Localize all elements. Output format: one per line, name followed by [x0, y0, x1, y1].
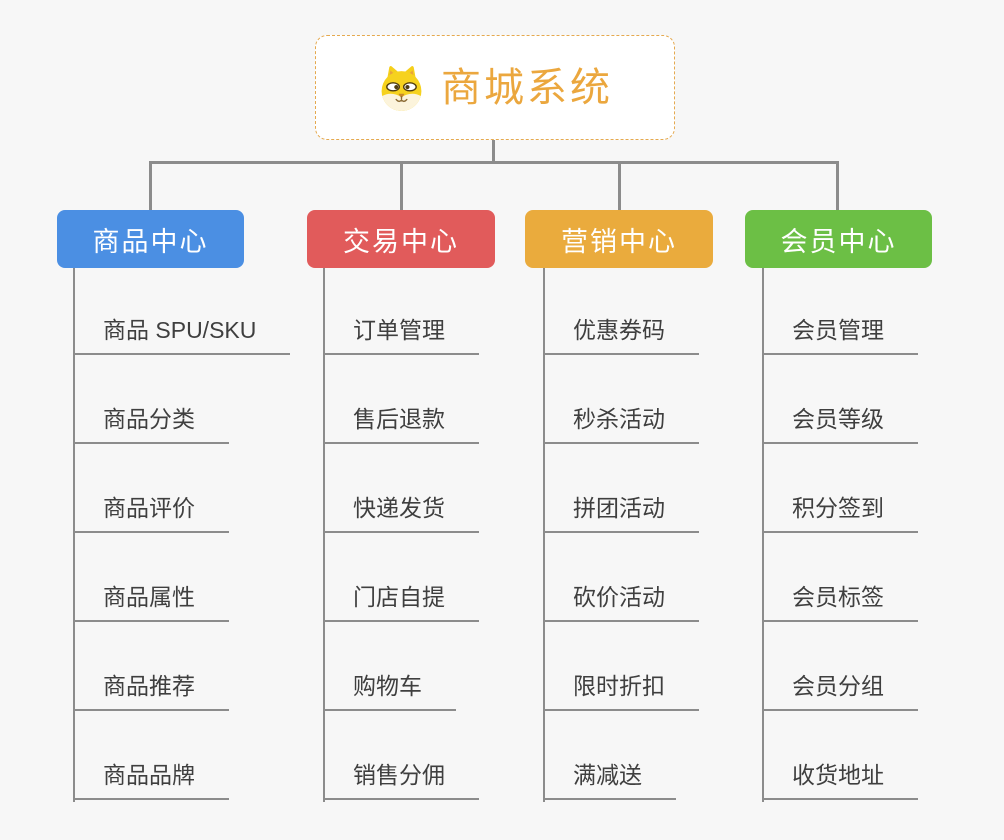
- leaf-node[interactable]: 商品 SPU/SKU: [73, 307, 291, 355]
- leaf-node[interactable]: 限时折扣: [543, 663, 699, 711]
- dog-face-icon: [377, 65, 426, 111]
- branch-spine-trade: [323, 268, 325, 802]
- leaf-node[interactable]: 满减送: [543, 752, 676, 800]
- branch-node-marketing[interactable]: 营销中心: [525, 210, 713, 268]
- leaf-node[interactable]: 商品属性: [73, 574, 229, 622]
- root-title: 商城系统: [441, 65, 613, 110]
- connector-drop-branch-2: [400, 161, 403, 210]
- leaf-node[interactable]: 会员标签: [762, 574, 918, 622]
- leaf-node[interactable]: 快递发货: [323, 485, 479, 533]
- leaf-node[interactable]: 会员管理: [762, 307, 918, 355]
- branch-spine-products: [73, 268, 75, 802]
- leaf-node[interactable]: 会员分组: [762, 663, 918, 711]
- leaf-node[interactable]: 拼团活动: [543, 485, 699, 533]
- leaf-node[interactable]: 商品分类: [73, 396, 229, 444]
- leaf-node[interactable]: 商品评价: [73, 485, 229, 533]
- leaf-node[interactable]: 优惠券码: [543, 307, 699, 355]
- leaf-node[interactable]: 订单管理: [323, 307, 479, 355]
- branch-node-products[interactable]: 商品中心: [57, 210, 244, 268]
- leaf-node[interactable]: 销售分佣: [323, 752, 479, 800]
- leaf-node[interactable]: 积分签到: [762, 485, 918, 533]
- connector-drop-branch-4: [836, 161, 839, 210]
- leaf-node[interactable]: 秒杀活动: [543, 396, 699, 444]
- branch-node-members[interactable]: 会员中心: [745, 210, 932, 268]
- leaf-node[interactable]: 购物车: [323, 663, 456, 711]
- branch-spine-members: [762, 268, 764, 802]
- connector-drop-branch-1: [149, 161, 152, 210]
- leaf-node[interactable]: 会员等级: [762, 396, 918, 444]
- connector-root-stem: [492, 140, 495, 163]
- leaf-node[interactable]: 砍价活动: [543, 574, 699, 622]
- leaf-node[interactable]: 商品品牌: [73, 752, 229, 800]
- connector-bus: [149, 161, 839, 164]
- leaf-node[interactable]: 收货地址: [762, 752, 918, 800]
- branch-node-trade[interactable]: 交易中心: [307, 210, 495, 268]
- leaf-node[interactable]: 商品推荐: [73, 663, 229, 711]
- leaf-node[interactable]: 售后退款: [323, 396, 479, 444]
- leaf-node[interactable]: 门店自提: [323, 574, 479, 622]
- branch-spine-marketing: [543, 268, 545, 802]
- connector-drop-branch-3: [618, 161, 621, 210]
- root-node[interactable]: 商城系统: [315, 35, 675, 140]
